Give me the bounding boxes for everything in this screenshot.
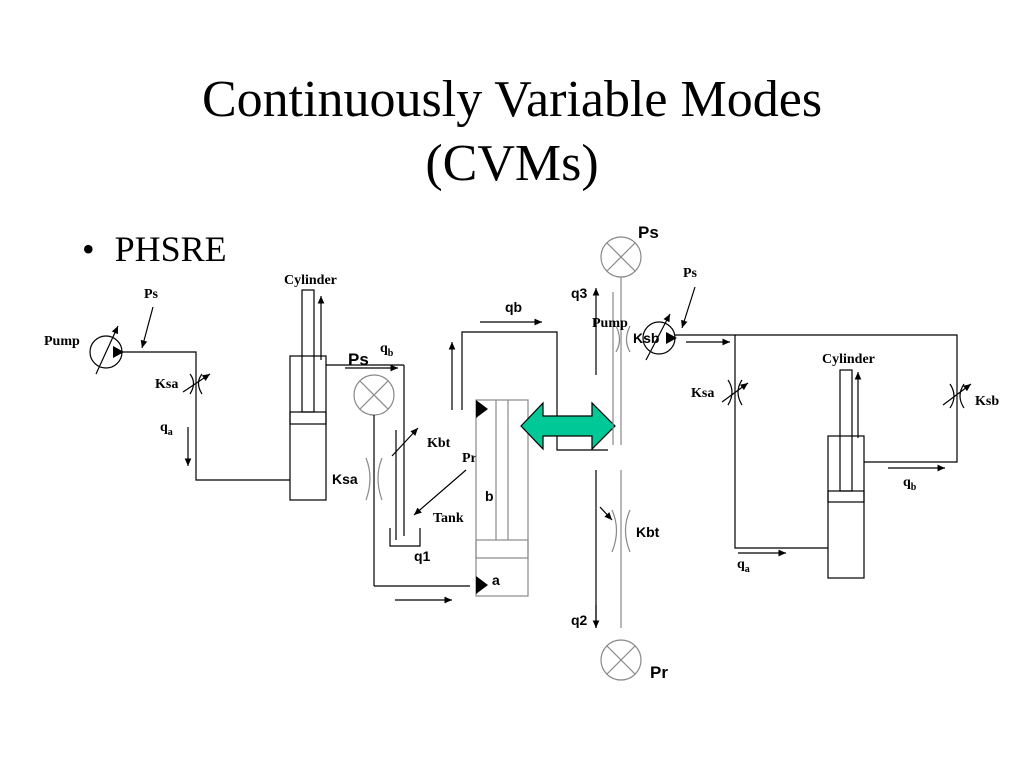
right-circuit: Pump Ksb Ps Ksa Ksb Cylinder — [592, 266, 999, 579]
right-supply-lines — [675, 334, 958, 549]
left-ps-source-icon — [353, 374, 395, 416]
left-pump-icon — [89, 325, 124, 375]
center-port-b-icon — [476, 400, 488, 418]
left-qb-label: qb — [380, 341, 394, 359]
left-ksa2-valve-icon — [365, 457, 383, 501]
left-pr-label: Pr — [462, 451, 477, 466]
bullet-text: PHSRE — [114, 229, 227, 269]
center-ps-source-icon — [600, 236, 642, 278]
right-pump-valve-icon — [615, 325, 631, 353]
right-ps-pointer-arrow — [681, 286, 696, 329]
left-cylinder-label: Cylinder — [284, 273, 337, 288]
right-qb-label: qb — [903, 475, 917, 493]
left-pr-pointer-arrow — [413, 469, 467, 516]
left-qa-label: qa — [160, 420, 173, 438]
center-pr-label: Pr — [650, 663, 668, 682]
right-pump-icon — [642, 313, 677, 361]
right-qa-label: qa — [737, 557, 750, 575]
left-pump-label: Pump — [44, 334, 80, 349]
slide-title: Continuously Variable Modes (CVMs) — [0, 68, 1024, 196]
center-piston — [475, 539, 529, 559]
right-cylinder-icon — [827, 369, 865, 579]
left-tank-icon — [389, 528, 421, 547]
left-circuit: Pump Ps Ksa qa Cylinder Ps qb — [44, 273, 477, 604]
center-qb-label: qb — [505, 299, 522, 315]
left-branch-lines — [326, 364, 470, 587]
right-pump-label: Pump — [592, 316, 628, 331]
bullet-dot-icon: • — [82, 229, 95, 269]
right-ksb-pump-label: Ksb — [633, 330, 659, 346]
center-ps-label: Ps — [638, 223, 659, 242]
left-ps-pointer-arrow — [140, 306, 154, 349]
left-kbt-valve-icon — [391, 427, 419, 457]
left-ps-source-label: Ps — [348, 350, 369, 369]
left-cylinder-icon — [289, 289, 327, 501]
left-q1-label: q1 — [414, 548, 431, 564]
center-kbt-valve-icon — [599, 506, 631, 553]
center-valves: Ps q3 q2 Kbt Pr — [571, 223, 668, 682]
title-line-2: (CVMs) — [425, 135, 599, 192]
bullet-item: • PHSRE — [82, 228, 227, 270]
center-b-label: b — [485, 488, 494, 504]
right-ksa-valve-icon — [721, 379, 749, 406]
center-q3-label: q3 — [571, 285, 588, 301]
double-arrow-icon — [520, 401, 616, 451]
right-ksa-label: Ksa — [691, 386, 714, 401]
left-supply-line — [122, 351, 290, 481]
center-a-label: a — [492, 572, 500, 588]
center-kbt-label: Kbt — [636, 524, 660, 540]
left-ksa-valve-icon — [182, 373, 211, 395]
right-ksb-valve-icon — [942, 383, 972, 409]
title-line-1: Continuously Variable Modes — [201, 71, 823, 128]
left-ksa-label: Ksa — [155, 377, 178, 392]
left-ps-label: Ps — [144, 287, 159, 302]
left-tank-label: Tank — [433, 511, 464, 526]
left-ksa2-label: Ksa — [332, 471, 358, 487]
center-cylinder-body — [475, 399, 529, 597]
right-cylinder-label: Cylinder — [822, 352, 875, 367]
center-q2-label: q2 — [571, 612, 588, 628]
center-pr-source-icon — [600, 639, 642, 681]
right-ps-label: Ps — [683, 266, 698, 281]
center-actuator: qb b a — [448, 299, 616, 597]
left-kbt-label: Kbt — [427, 436, 451, 451]
right-ksb-label: Ksb — [975, 394, 999, 409]
center-port-a-icon — [476, 576, 488, 594]
